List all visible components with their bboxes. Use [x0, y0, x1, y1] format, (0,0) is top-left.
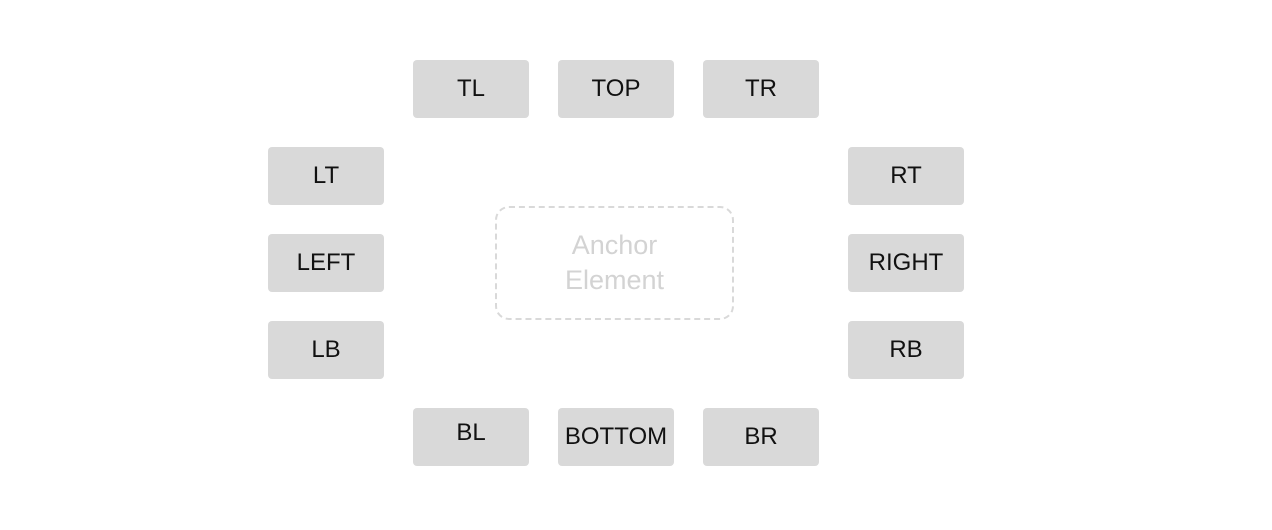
placement-rb-button[interactable]: RB — [848, 321, 964, 379]
placement-lt-label: LT — [312, 162, 340, 189]
placement-right-button[interactable]: RIGHT — [848, 234, 964, 292]
placement-rt-button[interactable]: RT — [848, 147, 964, 205]
placement-br-button[interactable]: BR — [703, 408, 819, 466]
placement-lb-label: LB — [311, 336, 341, 363]
placement-bottom-button[interactable]: BOTTOM — [558, 408, 674, 466]
placement-rb-label: RB — [889, 336, 923, 363]
placement-left-button[interactable]: LEFT — [268, 234, 384, 292]
placement-right-label: RIGHT — [868, 249, 944, 276]
anchor-line-2: Element — [564, 265, 665, 295]
placement-tl-button[interactable]: TL — [413, 60, 529, 118]
anchor-line-1: Anchor — [571, 230, 658, 260]
placement-tr-label: TR — [745, 75, 777, 102]
placement-br-label: BR — [744, 423, 778, 450]
placement-bottom-label: BOTTOM — [564, 423, 668, 450]
placement-left-label: LEFT — [296, 249, 356, 276]
placement-tl-label: TL — [456, 75, 485, 102]
placement-bl-label: BL — [456, 419, 486, 446]
anchor-element: Anchor Element — [495, 206, 734, 320]
placement-top-button[interactable]: TOP — [558, 60, 674, 118]
placement-top-label: TOP — [591, 75, 641, 102]
placement-rt-label: RT — [890, 162, 922, 189]
placement-tr-button[interactable]: TR — [703, 60, 819, 118]
placement-bl-button[interactable]: BL — [413, 408, 529, 466]
anchor-element-label: Anchor Element — [535, 228, 695, 298]
placement-lb-button[interactable]: LB — [268, 321, 384, 379]
placement-lt-button[interactable]: LT — [268, 147, 384, 205]
